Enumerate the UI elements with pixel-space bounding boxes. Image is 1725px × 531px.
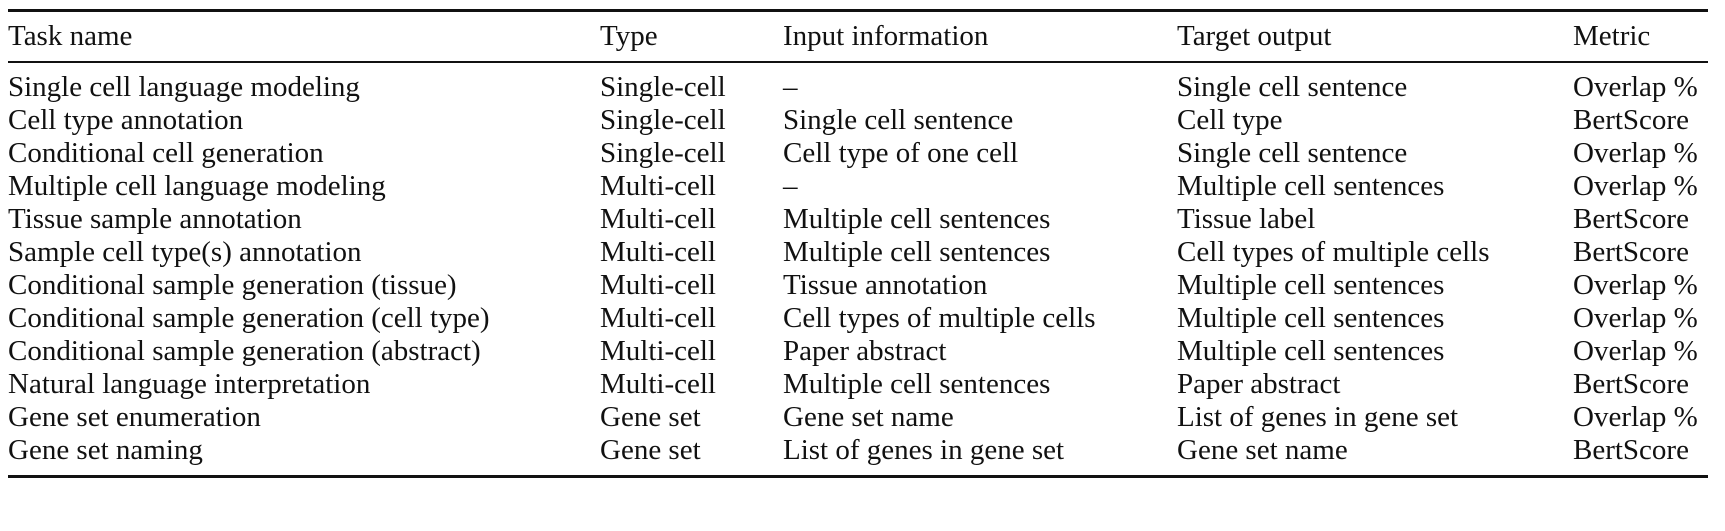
cell-metric: Overlap % [1573,401,1698,433]
table-body: Single cell language modeling Single-cel… [8,62,1708,477]
cell-task-name: Conditional sample generation (cell type… [8,302,490,334]
cell-input-information: Multiple cell sentences [783,368,1051,400]
task-table: Task name Type Input information Target … [8,9,1708,478]
cell-type: Multi-cell [600,335,716,367]
cell-target-output: List of genes in gene set [1177,401,1459,433]
cell-type: Multi-cell [600,302,716,334]
table-row: Tissue sample annotation Multi-cell Mult… [8,203,1708,236]
header-input-information: Input information [783,20,989,52]
cell-task-name: Gene set enumeration [8,401,261,433]
cell-task-name: Conditional sample generation (tissue) [8,269,457,301]
cell-input-information: Cell type of one cell [783,137,1019,169]
cell-metric: Overlap % [1573,71,1698,103]
cell-metric: Overlap % [1573,137,1698,169]
table-row: Single cell language modeling Single-cel… [8,62,1708,104]
cell-task-name: Cell type annotation [8,104,244,136]
cell-metric: BertScore [1573,368,1689,400]
cell-type: Multi-cell [600,170,716,202]
header-task-name: Task name [8,20,133,52]
cell-type: Multi-cell [600,368,716,400]
cell-target-output: Multiple cell sentences [1177,170,1445,202]
header-type: Type [600,20,658,52]
cell-metric: BertScore [1573,236,1689,268]
cell-task-name: Conditional cell generation [8,137,324,169]
table-row: Sample cell type(s) annotation Multi-cel… [8,236,1708,269]
cell-metric: Overlap % [1573,269,1698,301]
cell-target-output: Gene set name [1177,434,1348,466]
cell-target-output: Paper abstract [1177,368,1341,400]
cell-task-name: Conditional sample generation (abstract) [8,335,481,367]
header-row: Task name Type Input information Target … [8,10,1708,62]
cell-type: Single-cell [600,71,726,103]
table-row: Gene set enumeration Gene set Gene set n… [8,401,1708,434]
cell-type: Multi-cell [600,236,716,268]
table-row: Gene set naming Gene set List of genes i… [8,434,1708,477]
cell-task-name: Multiple cell language modeling [8,170,386,202]
table-row: Conditional cell generation Single-cell … [8,137,1708,170]
cell-type: Gene set [600,434,701,466]
cell-type: Multi-cell [600,203,716,235]
cell-input-information: – [783,71,798,103]
cell-target-output: Cell types of multiple cells [1177,236,1490,268]
cell-task-name: Sample cell type(s) annotation [8,236,362,268]
cell-metric: Overlap % [1573,302,1698,334]
cell-input-information: Tissue annotation [783,269,988,301]
cell-input-information: List of genes in gene set [783,434,1065,466]
cell-metric: BertScore [1573,104,1689,136]
cell-type: Single-cell [600,104,726,136]
cell-input-information: – [783,170,798,202]
cell-input-information: Gene set name [783,401,954,433]
cell-metric: Overlap % [1573,335,1698,367]
cell-metric: BertScore [1573,203,1689,235]
cell-task-name: Single cell language modeling [8,71,360,103]
cell-input-information: Single cell sentence [783,104,1014,136]
cell-task-name: Tissue sample annotation [8,203,302,235]
cell-type: Gene set [600,401,701,433]
cell-target-output: Multiple cell sentences [1177,335,1445,367]
table-header: Task name Type Input information Target … [8,10,1708,62]
cell-input-information: Multiple cell sentences [783,203,1051,235]
header-target-output: Target output [1177,20,1332,52]
table-row: Conditional sample generation (abstract)… [8,335,1708,368]
table-row: Conditional sample generation (cell type… [8,302,1708,335]
table-row: Multiple cell language modeling Multi-ce… [8,170,1708,203]
cell-target-output: Multiple cell sentences [1177,302,1445,334]
cell-task-name: Natural language interpretation [8,368,371,400]
cell-metric: BertScore [1573,434,1689,466]
cell-target-output: Cell type [1177,104,1283,136]
cell-input-information: Multiple cell sentences [783,236,1051,268]
table-row: Natural language interpretation Multi-ce… [8,368,1708,401]
cell-target-output: Tissue label [1177,203,1316,235]
task-table-container: Task name Type Input information Target … [8,9,1708,478]
cell-input-information: Cell types of multiple cells [783,302,1096,334]
table-row: Cell type annotation Single-cell Single … [8,104,1708,137]
cell-input-information: Paper abstract [783,335,947,367]
cell-target-output: Single cell sentence [1177,71,1408,103]
cell-metric: Overlap % [1573,170,1698,202]
header-metric: Metric [1573,20,1651,52]
cell-type: Single-cell [600,137,726,169]
cell-target-output: Single cell sentence [1177,137,1408,169]
table-row: Conditional sample generation (tissue) M… [8,269,1708,302]
cell-type: Multi-cell [600,269,716,301]
cell-target-output: Multiple cell sentences [1177,269,1445,301]
cell-task-name: Gene set naming [8,434,203,466]
